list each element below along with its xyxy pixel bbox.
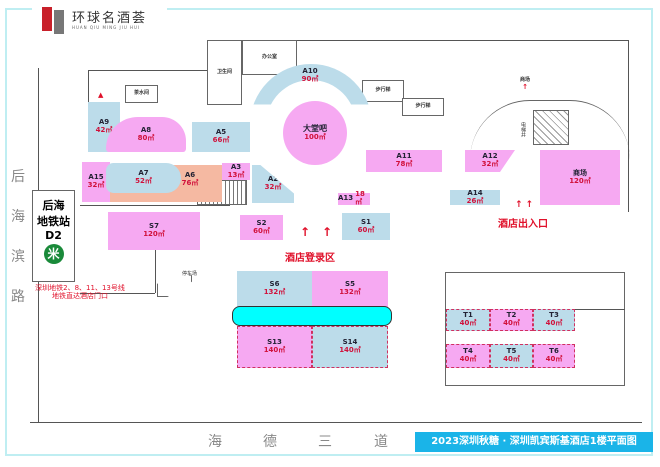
corridor-line: [80, 205, 230, 206]
road-left-char: 路: [11, 289, 25, 305]
road-left-char: 海: [11, 209, 25, 225]
road-bottom-char: 海: [208, 434, 222, 450]
logo-pinyin: HUAN QIU MING JIU HUI: [72, 25, 141, 30]
checkin-label: 酒店登录区: [285, 253, 335, 264]
wall-lower-left-v: [155, 250, 156, 293]
wall-right: [628, 40, 629, 212]
cyan-corridor: [232, 306, 392, 326]
metro-logo-icon: 米: [43, 244, 64, 264]
up-arrow-icon: ▲: [98, 91, 104, 99]
checkin-arrows-icon: ↑↑: [300, 225, 345, 239]
logo-mark-red: [42, 7, 52, 31]
map-title: 2023深圳秋糖 · 深圳凯宾斯基酒店1楼平面图: [415, 432, 653, 452]
wall-upper-left: [88, 70, 208, 71]
elevator-label: 电梯井: [520, 122, 526, 137]
frame-border: [5, 8, 653, 456]
entrance-label: 酒店出入口: [498, 219, 548, 230]
t-block-outline: [445, 272, 625, 386]
mall-top-label: 商场↑: [519, 77, 530, 91]
wall-lower-left: [80, 293, 155, 294]
logo-mark-grey: [54, 10, 64, 34]
stairs-1: 步行梯: [362, 80, 404, 102]
subway-name-2: 地铁站: [37, 215, 70, 228]
road-left-char: 滨: [11, 249, 25, 265]
subway-station[interactable]: 后海 地铁站 D2 米: [32, 190, 75, 282]
road-left-char: 后: [11, 169, 25, 185]
tea-room: 茶水间: [125, 85, 158, 103]
logo-name: 环球名酒荟: [72, 11, 148, 26]
mall-arc-wall: [470, 100, 630, 160]
elevator-shaft: [533, 110, 569, 145]
road-bottom-char: 道: [374, 434, 388, 450]
subway-note: 深圳地铁2、8、11、13号线地铁直达酒店门口: [35, 284, 125, 301]
logo: 环球名酒荟 HUAN QIU MING JIU HUI: [32, 2, 167, 34]
wall-upper-left-v: [88, 70, 89, 102]
subway-name-1: 后海: [42, 199, 65, 212]
wall-bottom: [30, 422, 642, 423]
road-bottom-char: 三: [318, 434, 332, 450]
stairs-2: 步行梯: [402, 98, 444, 116]
parking-label: 停车场: [182, 271, 198, 277]
restroom: 卫生间: [207, 40, 242, 105]
subway-exit: D2: [45, 229, 62, 242]
entrance-arrows-icon: ↑↑: [515, 200, 537, 210]
road-bottom-char: 德: [263, 434, 277, 450]
wall-top: [207, 40, 629, 41]
